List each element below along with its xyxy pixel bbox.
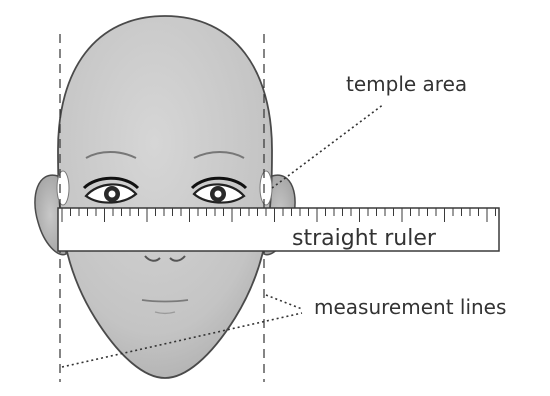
left-temple-marker <box>57 171 69 205</box>
straight-ruler: straight ruler <box>58 208 499 251</box>
ruler-label: straight ruler <box>292 226 437 251</box>
measurement-lines-label: measurement lines <box>314 295 506 319</box>
right-temple-marker <box>260 171 272 205</box>
measurement-leader-line-top <box>266 295 302 309</box>
temple-leader-line <box>272 104 384 188</box>
temple-area-label: temple area <box>346 72 467 96</box>
